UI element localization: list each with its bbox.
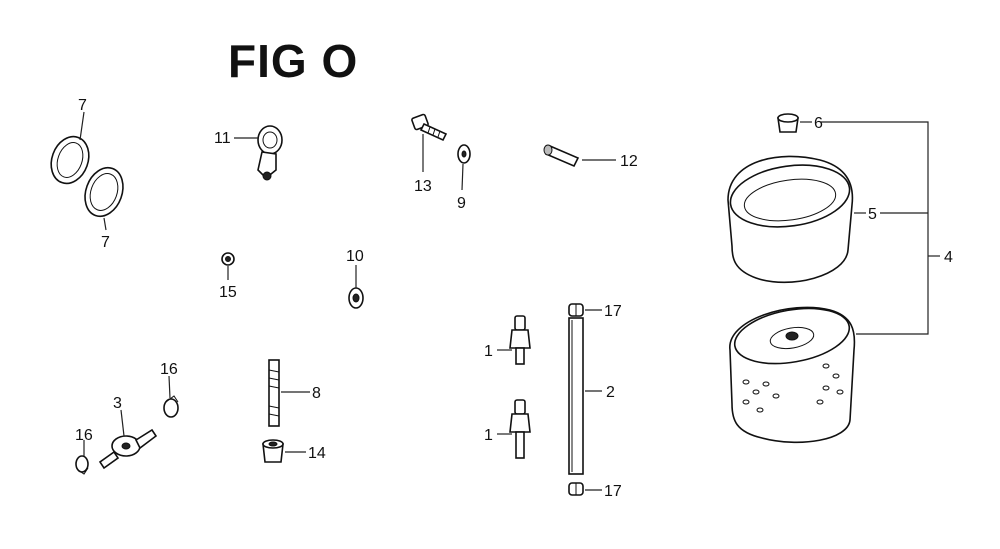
part-5-foam-element: [727, 155, 854, 284]
part-16-clip-lower: [75, 455, 89, 475]
part-17-cap-top: [568, 303, 584, 317]
callout-6: 6: [814, 115, 823, 132]
callout-7a: 7: [78, 97, 87, 114]
leader-16a: [168, 375, 171, 399]
part-8-stud: [268, 359, 280, 427]
callout-5: 5: [868, 206, 877, 223]
callout-8: 8: [312, 385, 321, 402]
callout-2: 2: [606, 384, 615, 401]
callout-7b: 7: [101, 234, 110, 251]
callout-3: 3: [113, 395, 122, 412]
figure-title: FIG O: [228, 35, 359, 87]
part-16-clip-upper: [163, 395, 179, 418]
callout-4: 4: [944, 249, 953, 266]
part-17-cap-bottom: [568, 482, 584, 496]
leader-4-bracket: [820, 121, 929, 335]
callout-16a: 16: [160, 361, 178, 378]
part-1-fitting-upper: [509, 315, 531, 365]
callout-17b: 17: [604, 483, 622, 500]
part-6-grommet: [777, 113, 799, 133]
callout-1a: 1: [484, 343, 493, 360]
callout-10: 10: [346, 248, 364, 265]
callout-9: 9: [457, 195, 466, 212]
part-1-fitting-lower: [509, 399, 531, 459]
part-4-paper-element: [729, 306, 856, 444]
part-13-bolt: [411, 113, 448, 142]
leader-9: [461, 163, 464, 191]
callout-16b: 16: [75, 427, 93, 444]
part-14-cap-nut: [262, 439, 284, 463]
part-10-nut: [348, 287, 364, 309]
part-7-gasket-lower: [84, 166, 124, 218]
callout-12: 12: [620, 153, 638, 170]
part-15-nut: [221, 252, 235, 266]
part-11-clamp: [257, 125, 283, 181]
part-3-breather: [98, 428, 158, 470]
callout-1b: 1: [484, 427, 493, 444]
part-12-pin: [543, 144, 580, 168]
leader-7a: [79, 111, 85, 141]
leader-7b: [103, 217, 107, 231]
part-7-gasket-upper: [50, 135, 90, 185]
leader-3: [120, 409, 125, 437]
callout-14: 14: [308, 445, 326, 462]
callout-15: 15: [219, 284, 237, 301]
callout-11: 11: [214, 130, 231, 147]
part-9-washer: [457, 144, 471, 164]
callout-17a: 17: [604, 303, 622, 320]
part-2-tube: [568, 317, 584, 475]
callout-13: 13: [414, 178, 432, 195]
